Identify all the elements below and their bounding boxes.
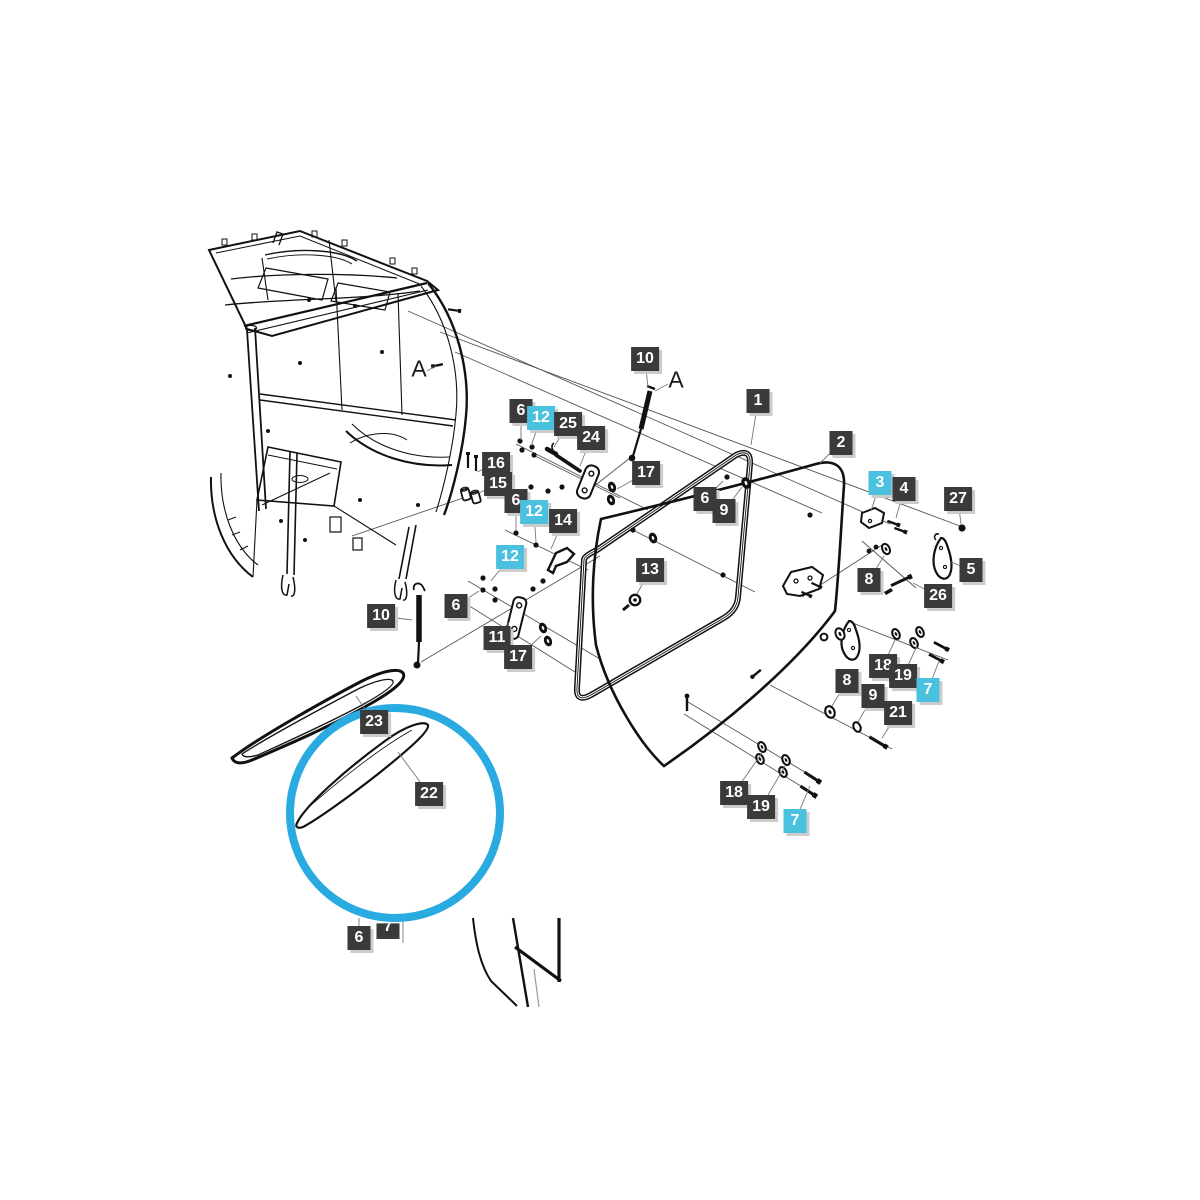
leader-lines [355,358,972,938]
quarter-glass-part-22 [295,722,430,829]
grommet-9 [741,477,751,489]
hinge-5 [932,533,953,580]
washer-17 [607,481,617,493]
knob-13 [622,593,642,612]
gas-strut-left [412,582,426,669]
window-seal-part-23 [230,668,406,765]
ring [819,632,829,642]
latch-3 [859,506,886,530]
pin-16 [474,455,478,471]
washer-17 [538,622,548,634]
washer-18 [755,753,765,765]
washer-18 [757,741,767,753]
washer-19 [781,754,791,766]
hinge-lower [840,619,861,661]
gas-strut-top [628,384,656,462]
door-seal-frame-part-1 [573,449,754,701]
washer-17 [606,494,616,506]
bolt [801,590,813,599]
washer [834,627,846,641]
rod-24 [554,453,582,473]
screw-26 [890,573,913,588]
door-glass-part-2 [591,461,846,768]
washer-19 [778,766,788,778]
washer-19 [915,626,925,638]
ring-9 [852,721,862,733]
bottom-cutoff-drawing [402,917,562,1008]
frame-fastener-dots [228,298,420,542]
bracket-11 [504,596,528,640]
pin-16 [466,452,470,468]
bolt [811,581,823,590]
pin-27 [958,524,966,532]
bolt-4 [886,519,901,528]
hinge-plate [575,464,601,500]
handle-14 [546,546,576,575]
washer-19 [909,637,919,649]
grommet [648,532,658,544]
bolt-7 [928,653,945,665]
washer-17 [543,635,553,647]
washer-8 [824,705,836,719]
highlight-circle [286,704,504,922]
hardware [460,438,966,799]
screw-21 [868,735,889,750]
bolt-7 [803,770,823,785]
bolt-7 [799,784,819,799]
bolt-7 [933,641,950,653]
washer-18 [891,628,901,640]
door-pivot-pin [750,668,762,680]
bushing-15 [470,489,482,505]
door-pivot-pin [684,693,690,711]
cab-frame [207,229,468,601]
bushing-15 [460,486,472,502]
washer-8 [881,542,891,556]
bolt-4 [893,526,908,535]
fastener-dots [480,438,966,603]
